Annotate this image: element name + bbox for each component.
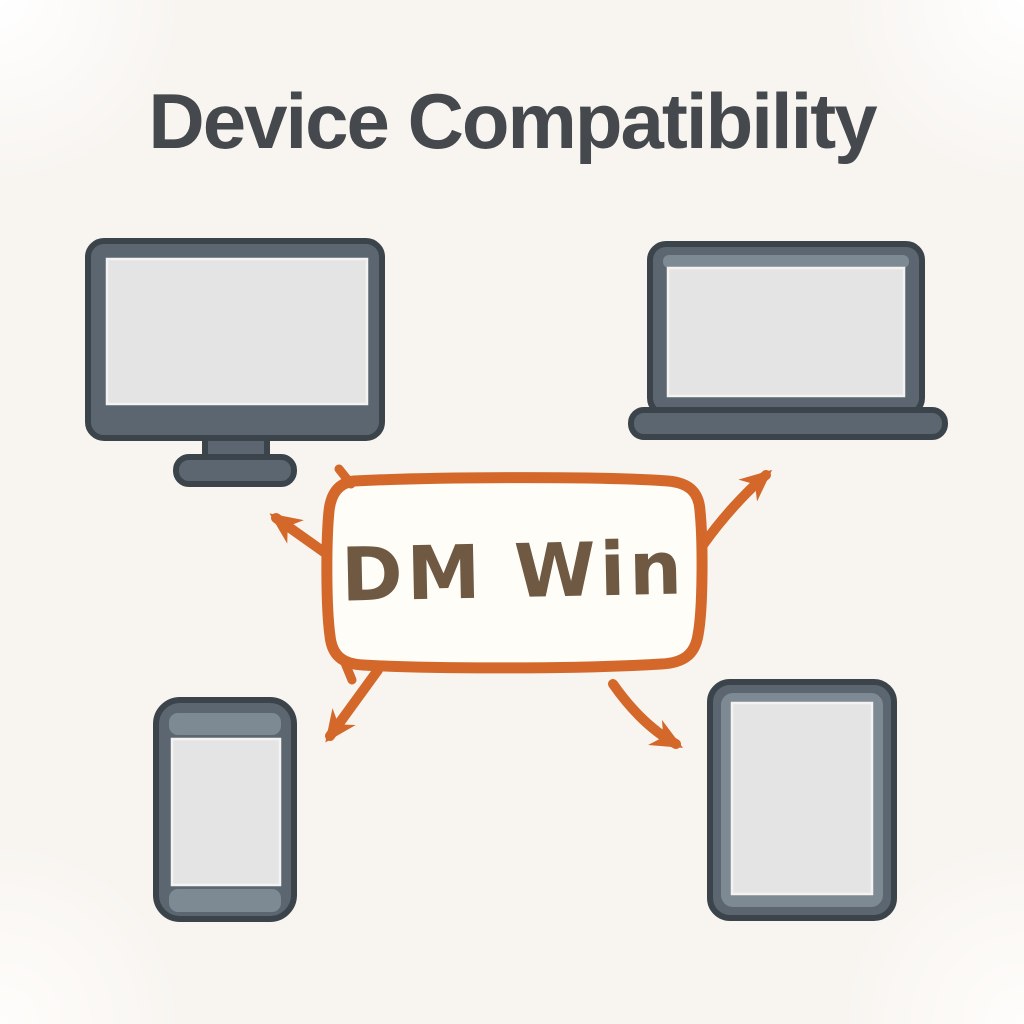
monitor-screen bbox=[105, 257, 369, 406]
arrow-to-tablet bbox=[608, 679, 684, 749]
laptop-base bbox=[628, 407, 948, 440]
tablet-screen bbox=[730, 701, 874, 896]
page-title: Device Compatibility bbox=[148, 77, 877, 165]
smartphone-icon bbox=[153, 697, 297, 922]
phone-earpiece-bar bbox=[169, 713, 281, 735]
laptop-lid-highlight bbox=[663, 255, 909, 268]
phone-home-bar bbox=[169, 889, 281, 912]
phone-screen bbox=[170, 737, 282, 887]
arrow-to-laptop bbox=[698, 469, 773, 550]
center-box-corner-stroke-topleft bbox=[334, 464, 356, 489]
center-box bbox=[321, 464, 708, 685]
tablet-icon bbox=[707, 679, 897, 921]
center-box-outline bbox=[321, 472, 708, 674]
laptop-screen bbox=[666, 266, 906, 398]
monitor-stand-base bbox=[173, 454, 297, 487]
center-box-corner-stroke-bottomleft bbox=[340, 658, 357, 685]
arrow-to-smartphone bbox=[325, 665, 383, 743]
center-box-label: DM Win bbox=[340, 525, 687, 619]
desktop-monitor-icon bbox=[85, 238, 385, 487]
laptop-icon bbox=[628, 241, 948, 440]
